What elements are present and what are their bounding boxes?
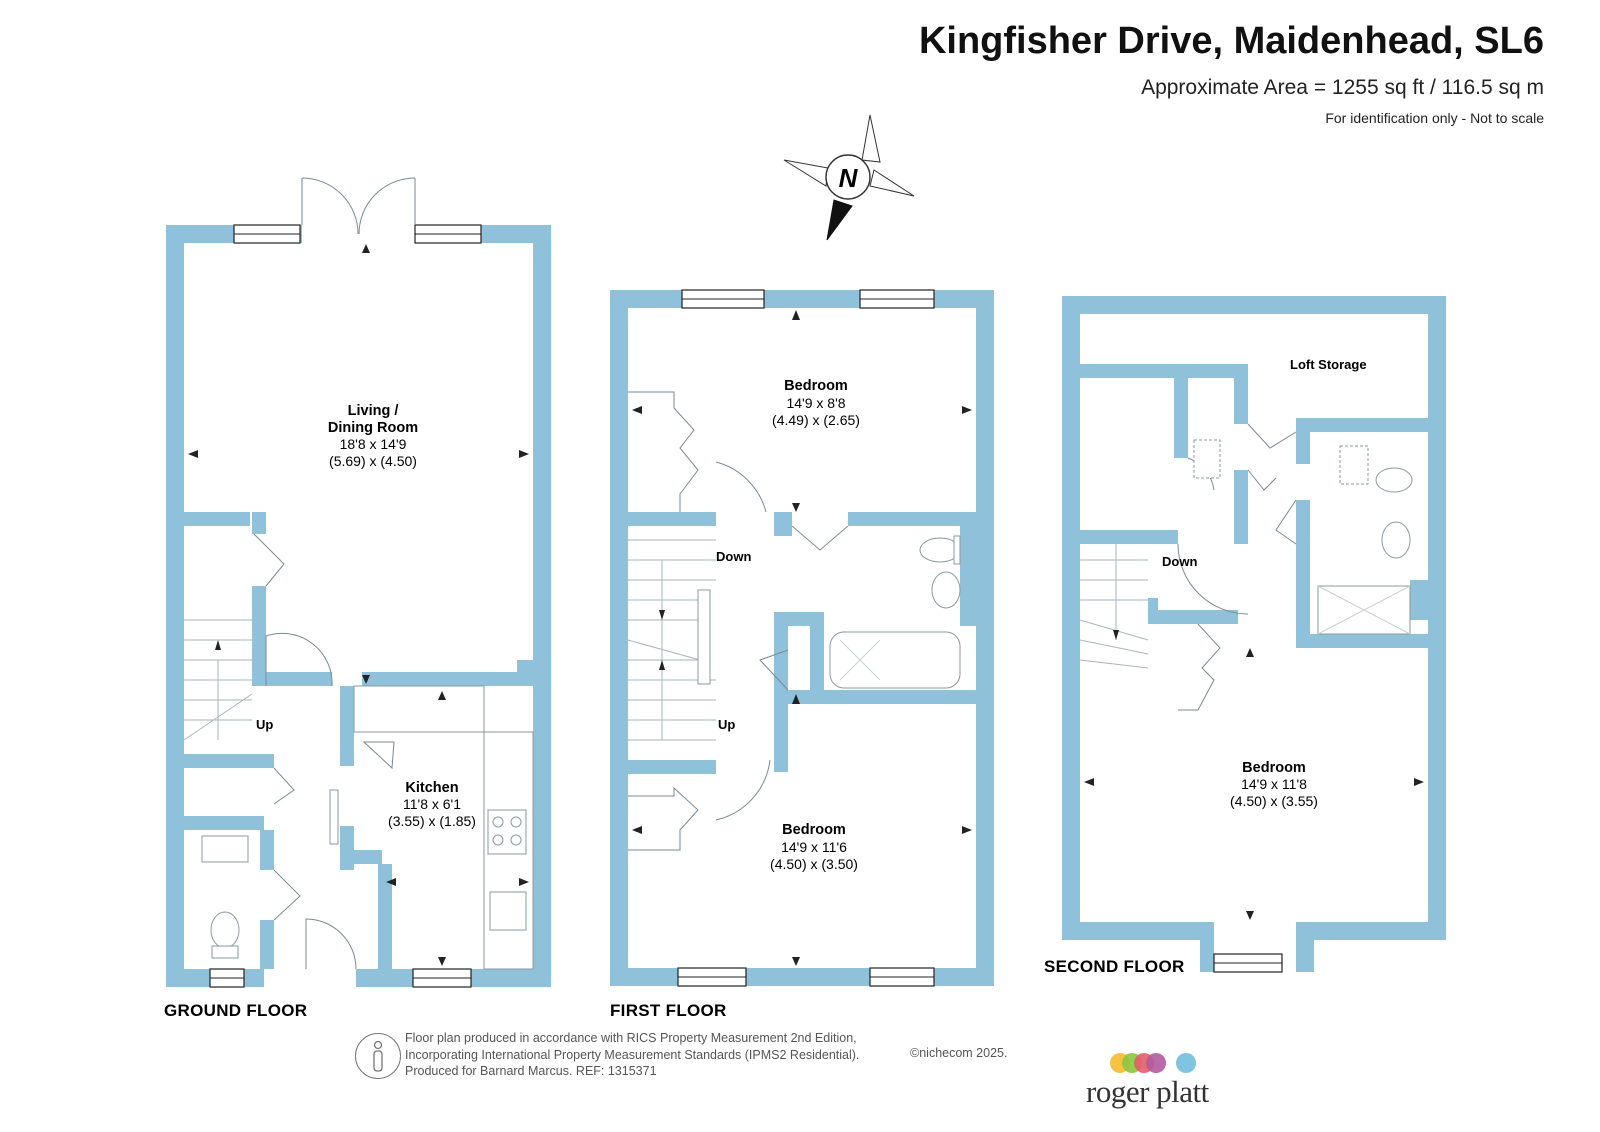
ipms-person-icon xyxy=(355,1033,401,1079)
second-floor-plan: Loft Storage Bedroom 14'9 x 11'8 (4.50) … xyxy=(1044,296,1446,976)
approximate-area: Approximate Area = 1255 sq ft / 116.5 sq… xyxy=(1141,76,1544,99)
disclaimer: For identification only - Not to scale xyxy=(1325,110,1544,126)
footer-text: Floor plan produced in accordance with R… xyxy=(405,1030,859,1080)
first-bedroom-2-dim-imperial: 14'9 x 11'6 xyxy=(781,839,847,855)
living-room-dim-imperial: 18'8 x 14'9 xyxy=(340,436,407,452)
second-bedroom-dim-imperial: 14'9 x 11'8 xyxy=(1241,776,1307,792)
first-floor-plan: Bedroom 14'9 x 8'8 (4.49) x (2.65) Bedro… xyxy=(610,289,994,1020)
living-room-dim-metric: (5.69) x (4.50) xyxy=(329,453,417,469)
second-bedroom-dim-metric: (4.50) x (3.55) xyxy=(1230,793,1318,809)
brand-dot-4 xyxy=(1146,1053,1166,1073)
footer-line-3: Produced for Barnard Marcus. REF: 131537… xyxy=(405,1064,657,1078)
compass-icon: N xyxy=(783,114,915,241)
first-bedroom-1-label: Bedroom xyxy=(784,378,848,394)
ground-floor-plan: Living / Dining Room 18'8 x 14'9 (5.69) … xyxy=(164,177,551,1020)
first-stairs-up-label: Up xyxy=(718,717,735,732)
ground-floor-label: GROUND FLOOR xyxy=(164,1001,307,1020)
first-bedroom-1-dim-metric: (4.49) x (2.65) xyxy=(772,412,860,428)
first-bedroom-1-dim-imperial: 14'9 x 8'8 xyxy=(786,395,845,411)
footer-line-1: Floor plan produced in accordance with R… xyxy=(405,1031,857,1045)
property-title: Kingfisher Drive, Maidenhead, SL6 xyxy=(918,20,1544,62)
living-room-label: Living / xyxy=(348,403,399,419)
kitchen-dim-metric: (3.55) x (1.85) xyxy=(388,813,476,829)
kitchen-dim-imperial: 11'8 x 6'1 xyxy=(403,796,461,812)
ground-stairs-up-label: Up xyxy=(256,717,273,732)
brand-name: roger platt xyxy=(1086,1074,1209,1109)
living-room-label-line2: Dining Room xyxy=(328,420,418,436)
second-floor-label: SECOND FLOOR xyxy=(1044,957,1185,976)
second-bedroom-label: Bedroom xyxy=(1242,760,1306,776)
footer-line-2: Incorporating International Property Mea… xyxy=(405,1047,860,1062)
copyright: ©nichecom 2025. xyxy=(910,1046,1008,1060)
kitchen-label: Kitchen xyxy=(405,780,458,796)
loft-storage-label: Loft Storage xyxy=(1290,357,1367,372)
first-bedroom-2-dim-metric: (4.50) x (3.50) xyxy=(770,856,858,872)
first-bedroom-2-label: Bedroom xyxy=(782,822,846,838)
compass-north-label: N xyxy=(839,163,859,193)
first-floor-label: FIRST FLOOR xyxy=(610,1001,727,1020)
first-stairs-down-label: Down xyxy=(716,549,751,564)
brand-dot-5 xyxy=(1176,1053,1196,1073)
second-stairs-down-label: Down xyxy=(1162,554,1197,569)
